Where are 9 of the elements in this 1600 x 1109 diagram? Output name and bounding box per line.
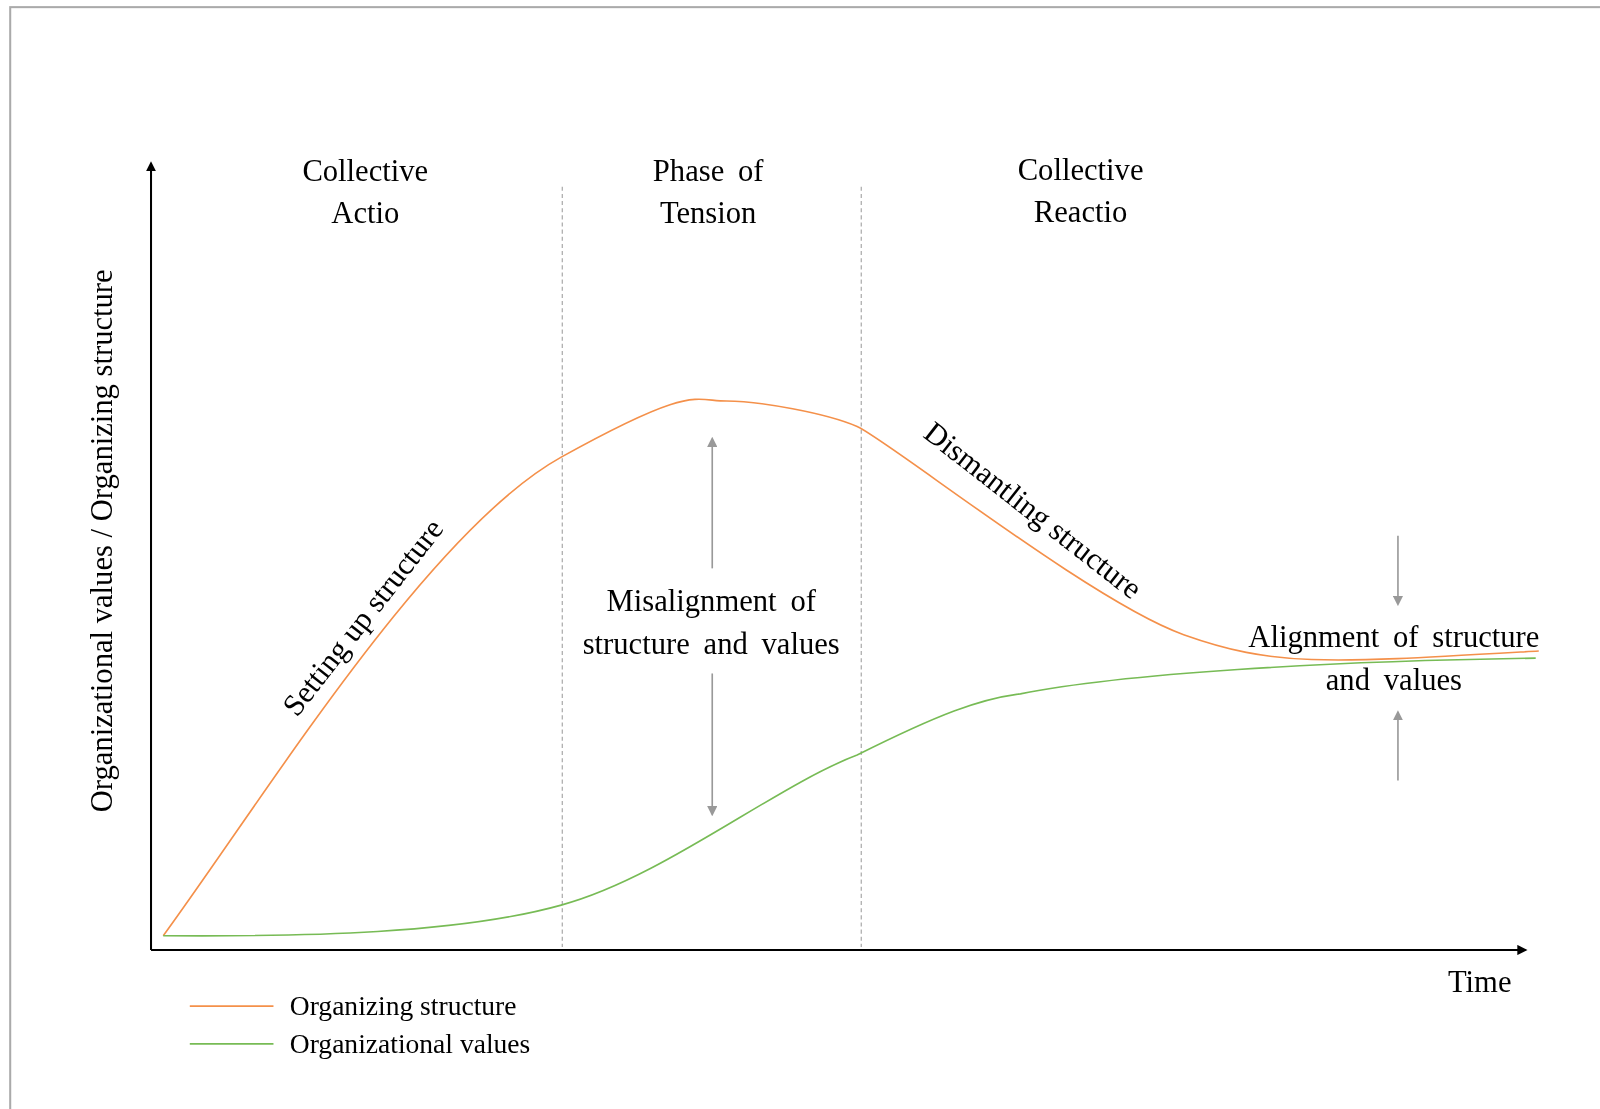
phase-heading: Collective Actio bbox=[301, 152, 430, 232]
annotation-text: Misalignment of structure and values bbox=[581, 582, 841, 663]
axis-title: Time bbox=[1447, 963, 1512, 1000]
phase-heading: Collective Reactio bbox=[1016, 151, 1145, 231]
phase-heading: Phase of Tension bbox=[651, 152, 765, 232]
legend-label: Organizing structure bbox=[289, 989, 517, 1024]
legend-label: Organizational values bbox=[289, 1027, 531, 1062]
axis-title: Organizational values / Organizing structure bbox=[83, 269, 120, 813]
annotation-text: Alignment of structure and values bbox=[1247, 618, 1541, 698]
